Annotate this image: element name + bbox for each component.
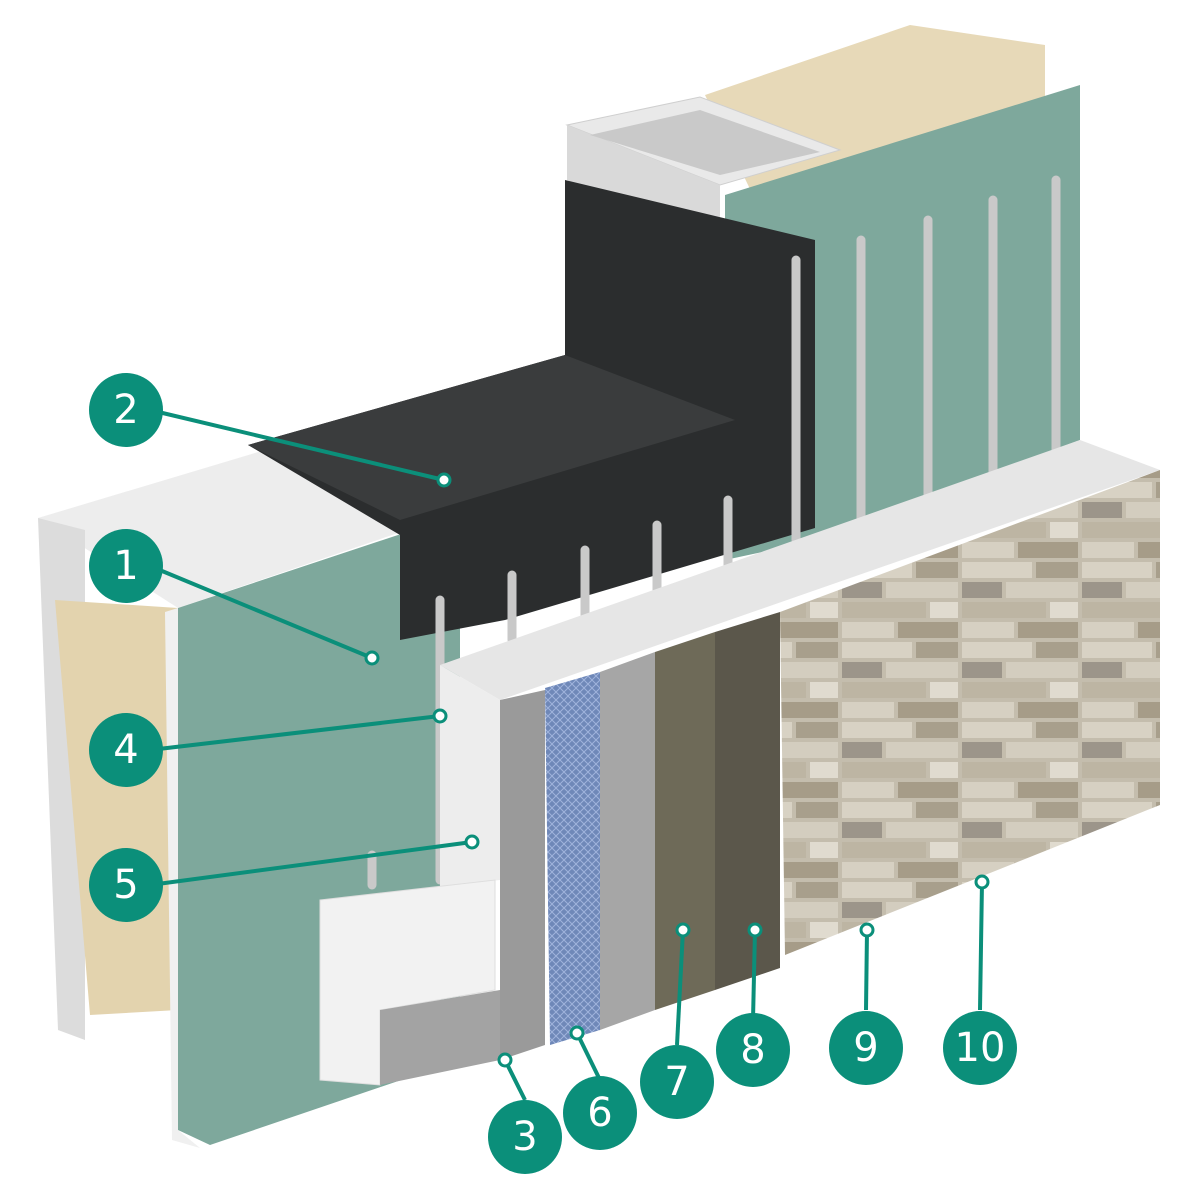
callout-1-circle — [89, 529, 163, 603]
callout-5-label: 5 — [113, 862, 138, 908]
callout-1-label: 1 — [113, 543, 138, 589]
base-coat-lower — [380, 990, 500, 1085]
leader-line-4 — [149, 714, 441, 752]
leader-line-2 — [149, 408, 445, 482]
leader-dot-8 — [747, 922, 763, 938]
callout-10-label: 10 — [955, 1025, 1006, 1071]
stone-veneer — [780, 470, 1160, 955]
leader-line-6 — [575, 1032, 602, 1081]
callout-7: 7 — [640, 1045, 714, 1119]
leader-line-9 — [864, 929, 869, 1011]
callout-9: 9 — [829, 1011, 903, 1085]
callout-4: 4 — [89, 713, 163, 787]
leader-dot-3 — [497, 1052, 513, 1068]
leader-dot-5 — [464, 834, 480, 850]
leader-line-1 — [149, 564, 373, 660]
callout-2: 2 — [89, 373, 163, 447]
callout-5-circle — [89, 848, 163, 922]
callout-2-circle — [89, 373, 163, 447]
base-coat — [500, 690, 545, 1060]
callout-2-label: 2 — [113, 387, 138, 433]
callout-3-circle — [488, 1100, 562, 1174]
membrane-top-face — [248, 355, 735, 520]
callout-6-label: 6 — [587, 1090, 612, 1136]
leader-line-10 — [978, 881, 984, 1011]
callout-9-label: 9 — [853, 1025, 878, 1071]
callout-5: 5 — [89, 848, 163, 922]
upper-frame-opening — [590, 110, 820, 175]
leader-dot-2 — [436, 472, 452, 488]
leader-dot-4 — [432, 708, 448, 724]
callout-7-label: 7 — [664, 1059, 689, 1105]
callout-10: 10 — [943, 1011, 1017, 1085]
leader-dot-10 — [974, 874, 990, 890]
callout-6: 6 — [563, 1076, 637, 1150]
leader-dot-6 — [569, 1025, 585, 1041]
sheathing-edge — [165, 608, 200, 1148]
second-base-coat — [600, 652, 655, 1030]
leader-line-7 — [675, 929, 685, 1046]
reinforcing-mesh — [545, 672, 600, 1045]
leader-dot-9 — [859, 922, 875, 938]
callout-4-circle — [89, 713, 163, 787]
callout-6-circle — [563, 1076, 637, 1150]
callout-8: 8 — [716, 1013, 790, 1087]
scratch-coat — [655, 632, 715, 1010]
leader-end-points — [364, 472, 990, 1068]
callout-1: 1 — [89, 529, 163, 603]
callout-7-circle — [640, 1045, 714, 1119]
leader-dot-7 — [675, 922, 691, 938]
callout-4-label: 4 — [113, 727, 138, 773]
callout-9-circle — [829, 1011, 903, 1085]
callout-badges: 1 2 3 4 5 6 7 8 — [89, 373, 1017, 1174]
leader-lines — [149, 408, 984, 1101]
callout-3-label: 3 — [512, 1114, 537, 1160]
leader-line-5 — [149, 840, 473, 887]
mortar-bed — [715, 612, 780, 990]
foam-insulation-top — [440, 440, 1160, 700]
leader-dot-1 — [364, 650, 380, 666]
callout-3: 3 — [488, 1100, 562, 1174]
callout-8-circle — [716, 1013, 790, 1087]
leader-line-8 — [751, 929, 757, 1021]
callout-10-circle — [943, 1011, 1017, 1085]
callout-8-label: 8 — [740, 1027, 765, 1073]
